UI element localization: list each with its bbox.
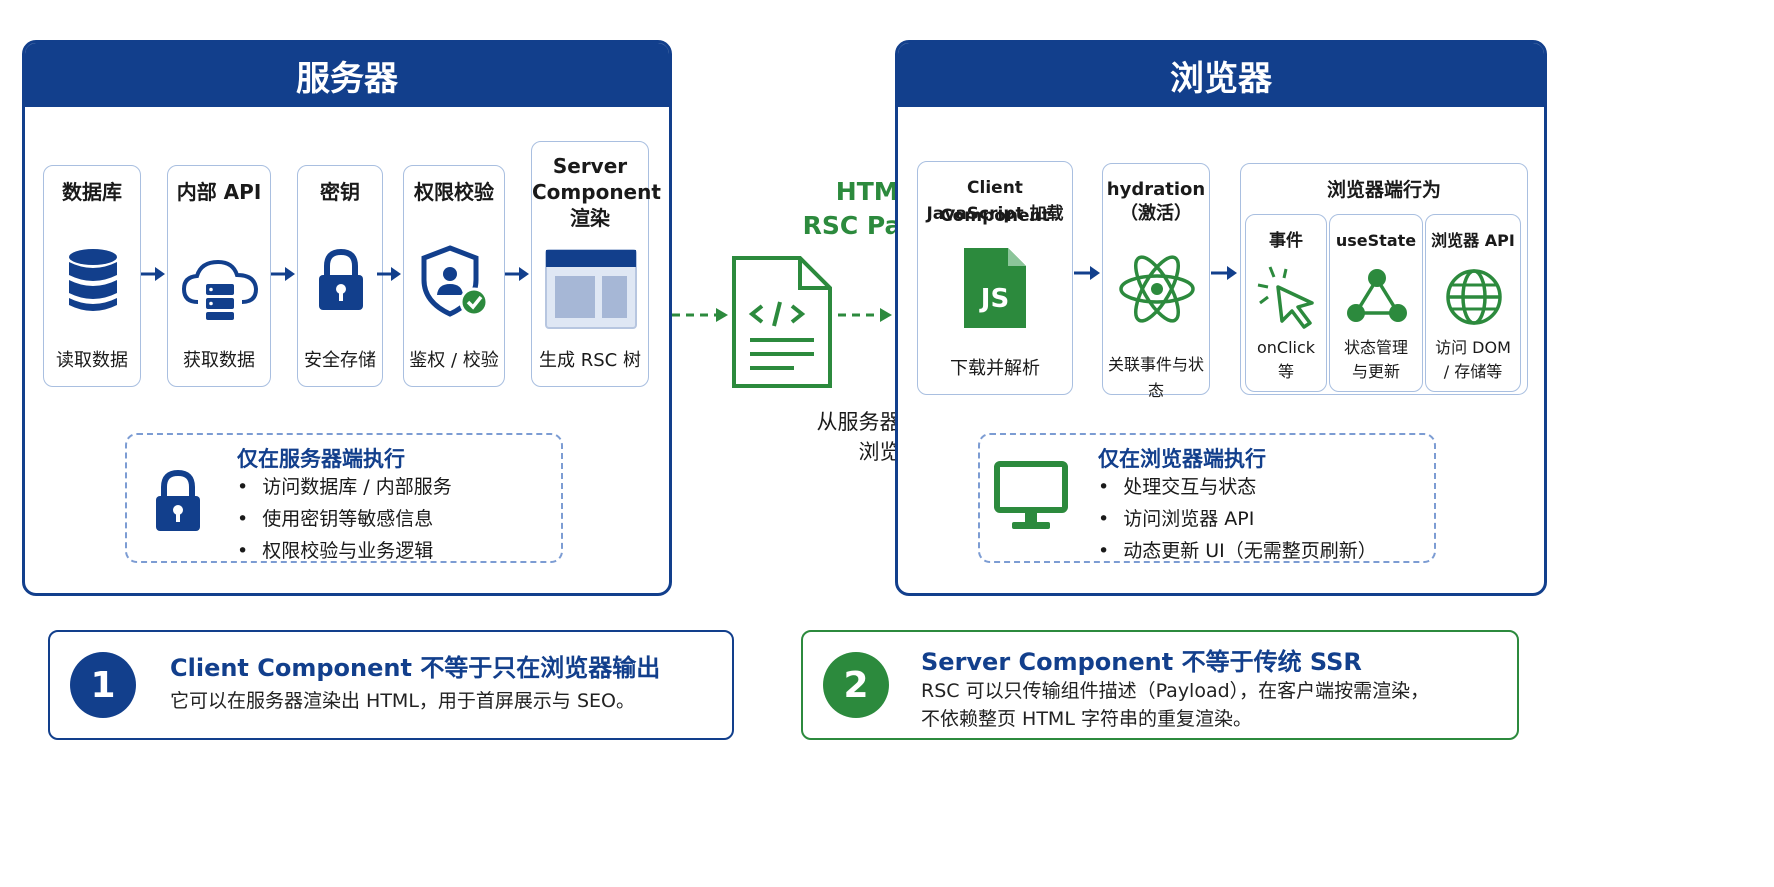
note-title: Server Component 不等于传统 SSR — [921, 648, 1362, 676]
list-item: 处理交互与状态 — [1098, 471, 1377, 503]
note-number-badge: 1 — [70, 652, 136, 718]
card-sub: 安全存储 — [304, 350, 376, 371]
globe-icon — [1446, 269, 1502, 325]
server-panel-title: 服务器 — [25, 43, 669, 107]
card-title: 密钥 — [320, 180, 360, 204]
card-sub-line: 状态管理 — [1343, 338, 1408, 357]
browser-panel-title: 浏览器 — [898, 43, 1544, 107]
behavior-event: 事件 onClick 等 — [1245, 214, 1327, 392]
arrow-right-icon — [505, 267, 529, 281]
server-only-box: 仅在服务器端执行 访问数据库 / 内部服务 使用密钥等敏感信息 权限校验与业务逻… — [125, 433, 563, 563]
card-sub: 获取数据 — [183, 350, 255, 371]
browser-only-list: 处理交互与状态 访问浏览器 API 动态更新 UI（无需整页刷新） — [1098, 471, 1377, 567]
card-title-line: JavaScript 加载 — [926, 204, 1064, 224]
note-body-line: 不依赖整页 HTML 字符串的重复渲染。 — [921, 708, 1252, 730]
behavior-browser-api: 浏览器 API 访问 DOM / 存储等 — [1425, 214, 1521, 392]
card-title: useState — [1335, 231, 1417, 250]
card-server-component: Server Component 渲染 生成 RSC 树 — [531, 141, 661, 387]
monitor-icon — [994, 461, 1068, 529]
card-title: 权限校验 — [414, 180, 494, 204]
list-item: 权限校验与业务逻辑 — [237, 535, 452, 567]
list-item: 访问浏览器 API — [1098, 503, 1377, 535]
browser-behavior-group: 浏览器端行为 事件 onClick 等 useState — [1240, 163, 1528, 395]
arrow-right-icon — [141, 267, 165, 281]
card-sub: 鉴权 / 校验 — [409, 350, 499, 371]
card-title-line: （激活） — [1120, 203, 1192, 224]
card-title-line: Component — [532, 180, 661, 204]
window-layout-icon — [545, 249, 637, 329]
dashed-arrow-icon — [672, 308, 728, 322]
browser-panel: 浏览器 Client Component JavaScript 加载 JS 下载… — [895, 40, 1547, 596]
server-only-list: 访问数据库 / 内部服务 使用密钥等敏感信息 权限校验与业务逻辑 — [237, 471, 452, 567]
card-sub: 生成 RSC 树 — [539, 350, 641, 371]
state-graph-icon — [1347, 269, 1407, 322]
card-internal-api: 内部 API 获取数据 — [167, 165, 271, 387]
card-title: 内部 API — [176, 180, 262, 204]
arrow-right-icon — [1074, 266, 1100, 280]
list-item: 动态更新 UI（无需整页刷新） — [1098, 535, 1377, 567]
note-body-line: RSC 可以只传输组件描述（Payload），在客户端按需渲染， — [921, 680, 1430, 702]
card-sub-line: 与更新 — [1351, 362, 1400, 381]
card-client-component: Client Component JavaScript 加载 JS 下载并解析 — [917, 161, 1073, 395]
card-secret-key: 密钥 安全存储 — [297, 165, 383, 387]
list-item: 访问数据库 / 内部服务 — [237, 471, 451, 503]
card-sub-line: 等 — [1277, 362, 1294, 381]
arrow-right-icon — [377, 267, 401, 281]
card-sub: 读取数据 — [56, 350, 128, 371]
lock-icon — [319, 248, 363, 310]
card-title: 数据库 — [62, 180, 122, 204]
card-database: 数据库 读取数据 — [43, 165, 141, 387]
card-title: 事件 — [1269, 231, 1303, 251]
shield-user-icon — [421, 245, 489, 317]
server-only-title: 仅在服务器端执行 — [237, 447, 405, 471]
database-icon — [69, 249, 117, 311]
note-body-line: 它可以在服务器渲染出 HTML，用于首屏展示与 SEO。 — [170, 690, 635, 712]
arrow-right-icon — [271, 267, 295, 281]
card-hydration: hydration （激活） 关联事件与状态 — [1102, 163, 1210, 400]
js-file-label: JS — [980, 284, 1010, 314]
note-2: 2 Server Component 不等于传统 SSR RSC 可以只传输组件… — [801, 630, 1519, 740]
note-title: Client Component 不等于只在浏览器输出 — [170, 654, 661, 682]
card-title-line: hydration — [1106, 179, 1206, 200]
browser-behavior-title: 浏览器端行为 — [1326, 179, 1441, 201]
card-title-line: 渲染 — [570, 206, 610, 230]
card-title-line: Client Component — [940, 178, 1050, 226]
dashed-arrow-icon — [838, 308, 892, 322]
arrow-right-icon — [1211, 266, 1237, 280]
cloud-server-icon — [181, 259, 259, 320]
js-file-icon: JS — [964, 248, 1026, 328]
code-document-icon — [732, 256, 832, 388]
click-cursor-icon — [1257, 266, 1314, 329]
card-sub-line: 访问 DOM — [1435, 338, 1511, 357]
browser-only-title: 仅在浏览器端执行 — [1098, 447, 1266, 471]
list-item: 使用密钥等敏感信息 — [237, 503, 452, 535]
note-number-badge: 2 — [823, 652, 889, 718]
note-1: 1 Client Component 不等于只在浏览器输出 它可以在服务器渲染出… — [48, 630, 734, 740]
server-panel: 服务器 数据库 读取数据 内部 API 获取数据 密钥 — [22, 40, 672, 596]
card-sub-line: onClick — [1256, 338, 1316, 357]
browser-only-box: 仅在浏览器端执行 处理交互与状态 访问浏览器 API 动态更新 UI（无需整页刷… — [978, 433, 1436, 563]
card-sub: 关联事件与状态 — [1107, 355, 1204, 400]
card-sub: 下载并解析 — [950, 358, 1040, 379]
card-title: 浏览器 API — [1431, 231, 1515, 250]
card-permission-check: 权限校验 鉴权 / 校验 — [403, 165, 505, 387]
card-title-line: Server — [552, 154, 628, 178]
card-sub-line: / 存储等 — [1443, 362, 1503, 381]
react-atom-icon — [1119, 255, 1195, 323]
behavior-usestate: useState 状态管理 与更新 — [1329, 214, 1423, 392]
lock-icon — [156, 469, 200, 531]
